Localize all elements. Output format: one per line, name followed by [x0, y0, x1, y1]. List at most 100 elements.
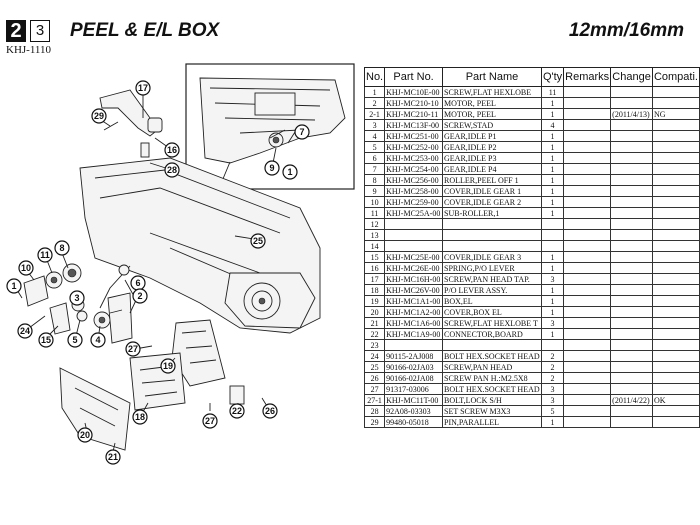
callout-4: 4	[90, 332, 106, 348]
cell-part-name: PIN,PARALLEL	[442, 416, 542, 428]
size-label: 12mm/16mm	[568, 20, 684, 41]
cell-remarks	[563, 218, 612, 230]
table-row: 14	[363, 240, 700, 252]
cell-part-name: ROLLER,PEEL OFF 1	[442, 174, 542, 186]
cell-no: 14	[363, 240, 386, 252]
cell-change: (2011/4/22)	[610, 394, 653, 406]
cell-remarks	[563, 317, 612, 329]
cell-qty: 1	[540, 174, 565, 186]
cell-compati	[651, 174, 700, 186]
cell-change	[610, 372, 653, 384]
cell-change	[610, 383, 653, 395]
cell-remarks	[563, 97, 612, 109]
callout-27b: 27	[202, 413, 218, 429]
cell-part-name: MOTOR, PEEL	[442, 108, 542, 120]
svg-text:26: 26	[265, 406, 275, 416]
cell-remarks	[563, 240, 612, 252]
cell-compati	[651, 130, 700, 142]
cell-qty	[540, 339, 565, 351]
svg-text:22: 22	[232, 406, 242, 416]
cell-part-no	[384, 339, 444, 351]
cell-qty: 2	[540, 361, 565, 373]
cell-part-no: KHJ-MC253-00	[384, 152, 444, 164]
cell-change	[610, 284, 653, 296]
cell-qty: 5	[540, 405, 565, 417]
cell-compati	[651, 119, 700, 131]
cell-no: 6	[363, 152, 386, 164]
cell-part-no: KHJ-MC259-00	[384, 196, 444, 208]
cell-part-no: KHJ-MC13F-00	[384, 119, 444, 131]
cell-qty: 1	[540, 295, 565, 307]
cell-no: 24	[363, 350, 386, 362]
page-header: 2 3 PEEL & E/L BOX 12mm/16mm KHJ-1110	[0, 0, 700, 60]
callout-1: 1	[6, 278, 22, 294]
cell-no: 15	[363, 251, 386, 263]
col-remarks: Remarks	[563, 67, 612, 87]
callout-15: 15	[38, 332, 54, 348]
cell-change	[610, 163, 653, 175]
cell-change	[610, 328, 653, 340]
cell-change	[610, 185, 653, 197]
cell-part-no: KHJ-MC25E-00	[384, 251, 444, 263]
cell-qty: 4	[540, 119, 565, 131]
cell-change	[610, 152, 653, 164]
cell-part-no: KHJ-MC26E-00	[384, 262, 444, 274]
cell-remarks	[563, 152, 612, 164]
table-row: 13	[363, 229, 700, 241]
callout-16: 16	[164, 142, 180, 158]
svg-text:19: 19	[163, 361, 173, 371]
callout-5: 5	[67, 332, 83, 348]
cell-no: 9	[363, 185, 386, 197]
cell-compati: OK	[651, 394, 700, 406]
cell-change	[610, 361, 653, 373]
cell-no: 10	[363, 196, 386, 208]
cell-part-no: KHJ-MC1A9-00	[384, 328, 444, 340]
svg-text:1: 1	[11, 281, 16, 291]
cell-part-no: KHJ-MC258-00	[384, 185, 444, 197]
svg-text:15: 15	[41, 335, 51, 345]
cell-qty: 1	[540, 306, 565, 318]
cell-part-name	[442, 240, 542, 252]
cell-remarks	[563, 251, 612, 263]
svg-text:27: 27	[128, 344, 138, 354]
cell-part-name: SCREW,FLAT HEXLOBE T	[442, 317, 542, 329]
cell-compati	[651, 196, 700, 208]
svg-text:27: 27	[205, 416, 215, 426]
callout-29: 29	[91, 108, 107, 124]
cell-part-name: SCREW,PAN HEAD TAP.	[442, 273, 542, 285]
cell-compati	[651, 361, 700, 373]
cell-compati	[651, 97, 700, 109]
cell-compati	[651, 372, 700, 384]
svg-text:5: 5	[72, 335, 77, 345]
col-compati: Compati.	[651, 67, 700, 87]
svg-text:25: 25	[253, 236, 263, 246]
cell-qty: 1	[540, 196, 565, 208]
callout-1-inset: 1	[282, 164, 298, 180]
inset-mechanism	[195, 77, 346, 199]
cell-remarks	[563, 185, 612, 197]
cell-no: 20	[363, 306, 386, 318]
cell-qty: 11	[540, 86, 565, 98]
callout-27a: 27	[125, 341, 141, 357]
section-number: 2	[6, 20, 26, 42]
cell-part-no: KHJ-MC1A1-00	[384, 295, 444, 307]
cell-remarks	[563, 196, 612, 208]
svg-text:21: 21	[108, 452, 118, 462]
cell-remarks	[563, 383, 612, 395]
cell-remarks	[563, 86, 612, 98]
cell-compati	[651, 416, 700, 428]
cell-part-no: KHJ-MC26V-00	[384, 284, 444, 296]
cell-no: 1	[363, 86, 386, 98]
cell-compati	[651, 328, 700, 340]
cell-no: 2-1	[363, 108, 386, 120]
cell-no: 7	[363, 163, 386, 175]
